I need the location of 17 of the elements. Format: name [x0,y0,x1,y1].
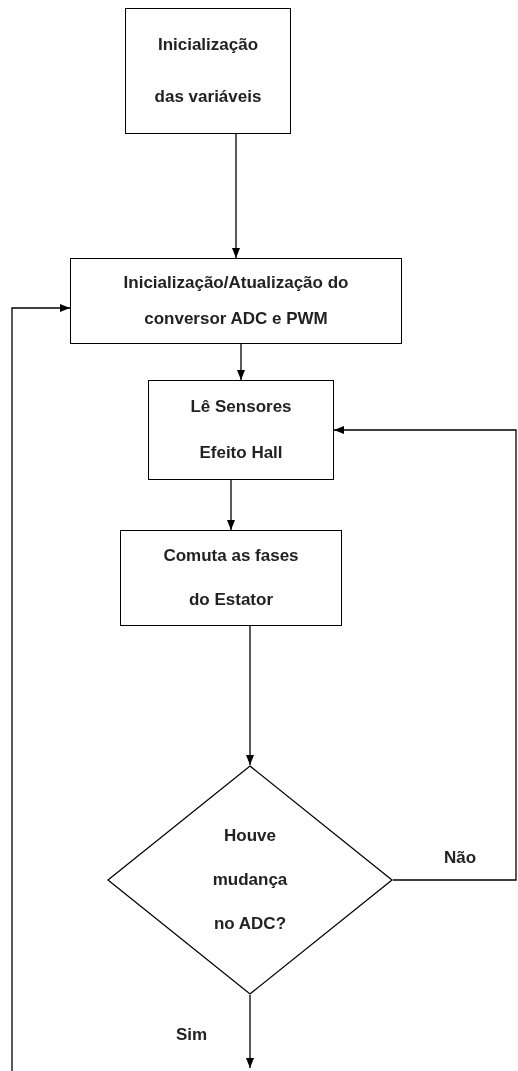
arrow [237,343,245,381]
process-box [148,380,334,480]
node-text: Comuta as fases do Estator [162,545,300,611]
process-box [125,8,291,134]
node-text: Inicialização das variáveis [153,34,263,108]
arrow [227,479,235,531]
node-text: Houve mudança no ADC? [211,825,289,935]
process-box [120,530,342,626]
arrow [232,133,240,259]
decision-diamond [107,765,393,995]
arrow [333,426,517,881]
arrow [246,994,254,1069]
node-text: Inicialização/Atualização do conversor ADC e PWM [122,272,350,330]
arrow [11,304,71,1071]
process-box [70,258,402,344]
arrow [246,625,254,766]
node-text: Lê Sensores Efeito Hall [189,396,293,464]
